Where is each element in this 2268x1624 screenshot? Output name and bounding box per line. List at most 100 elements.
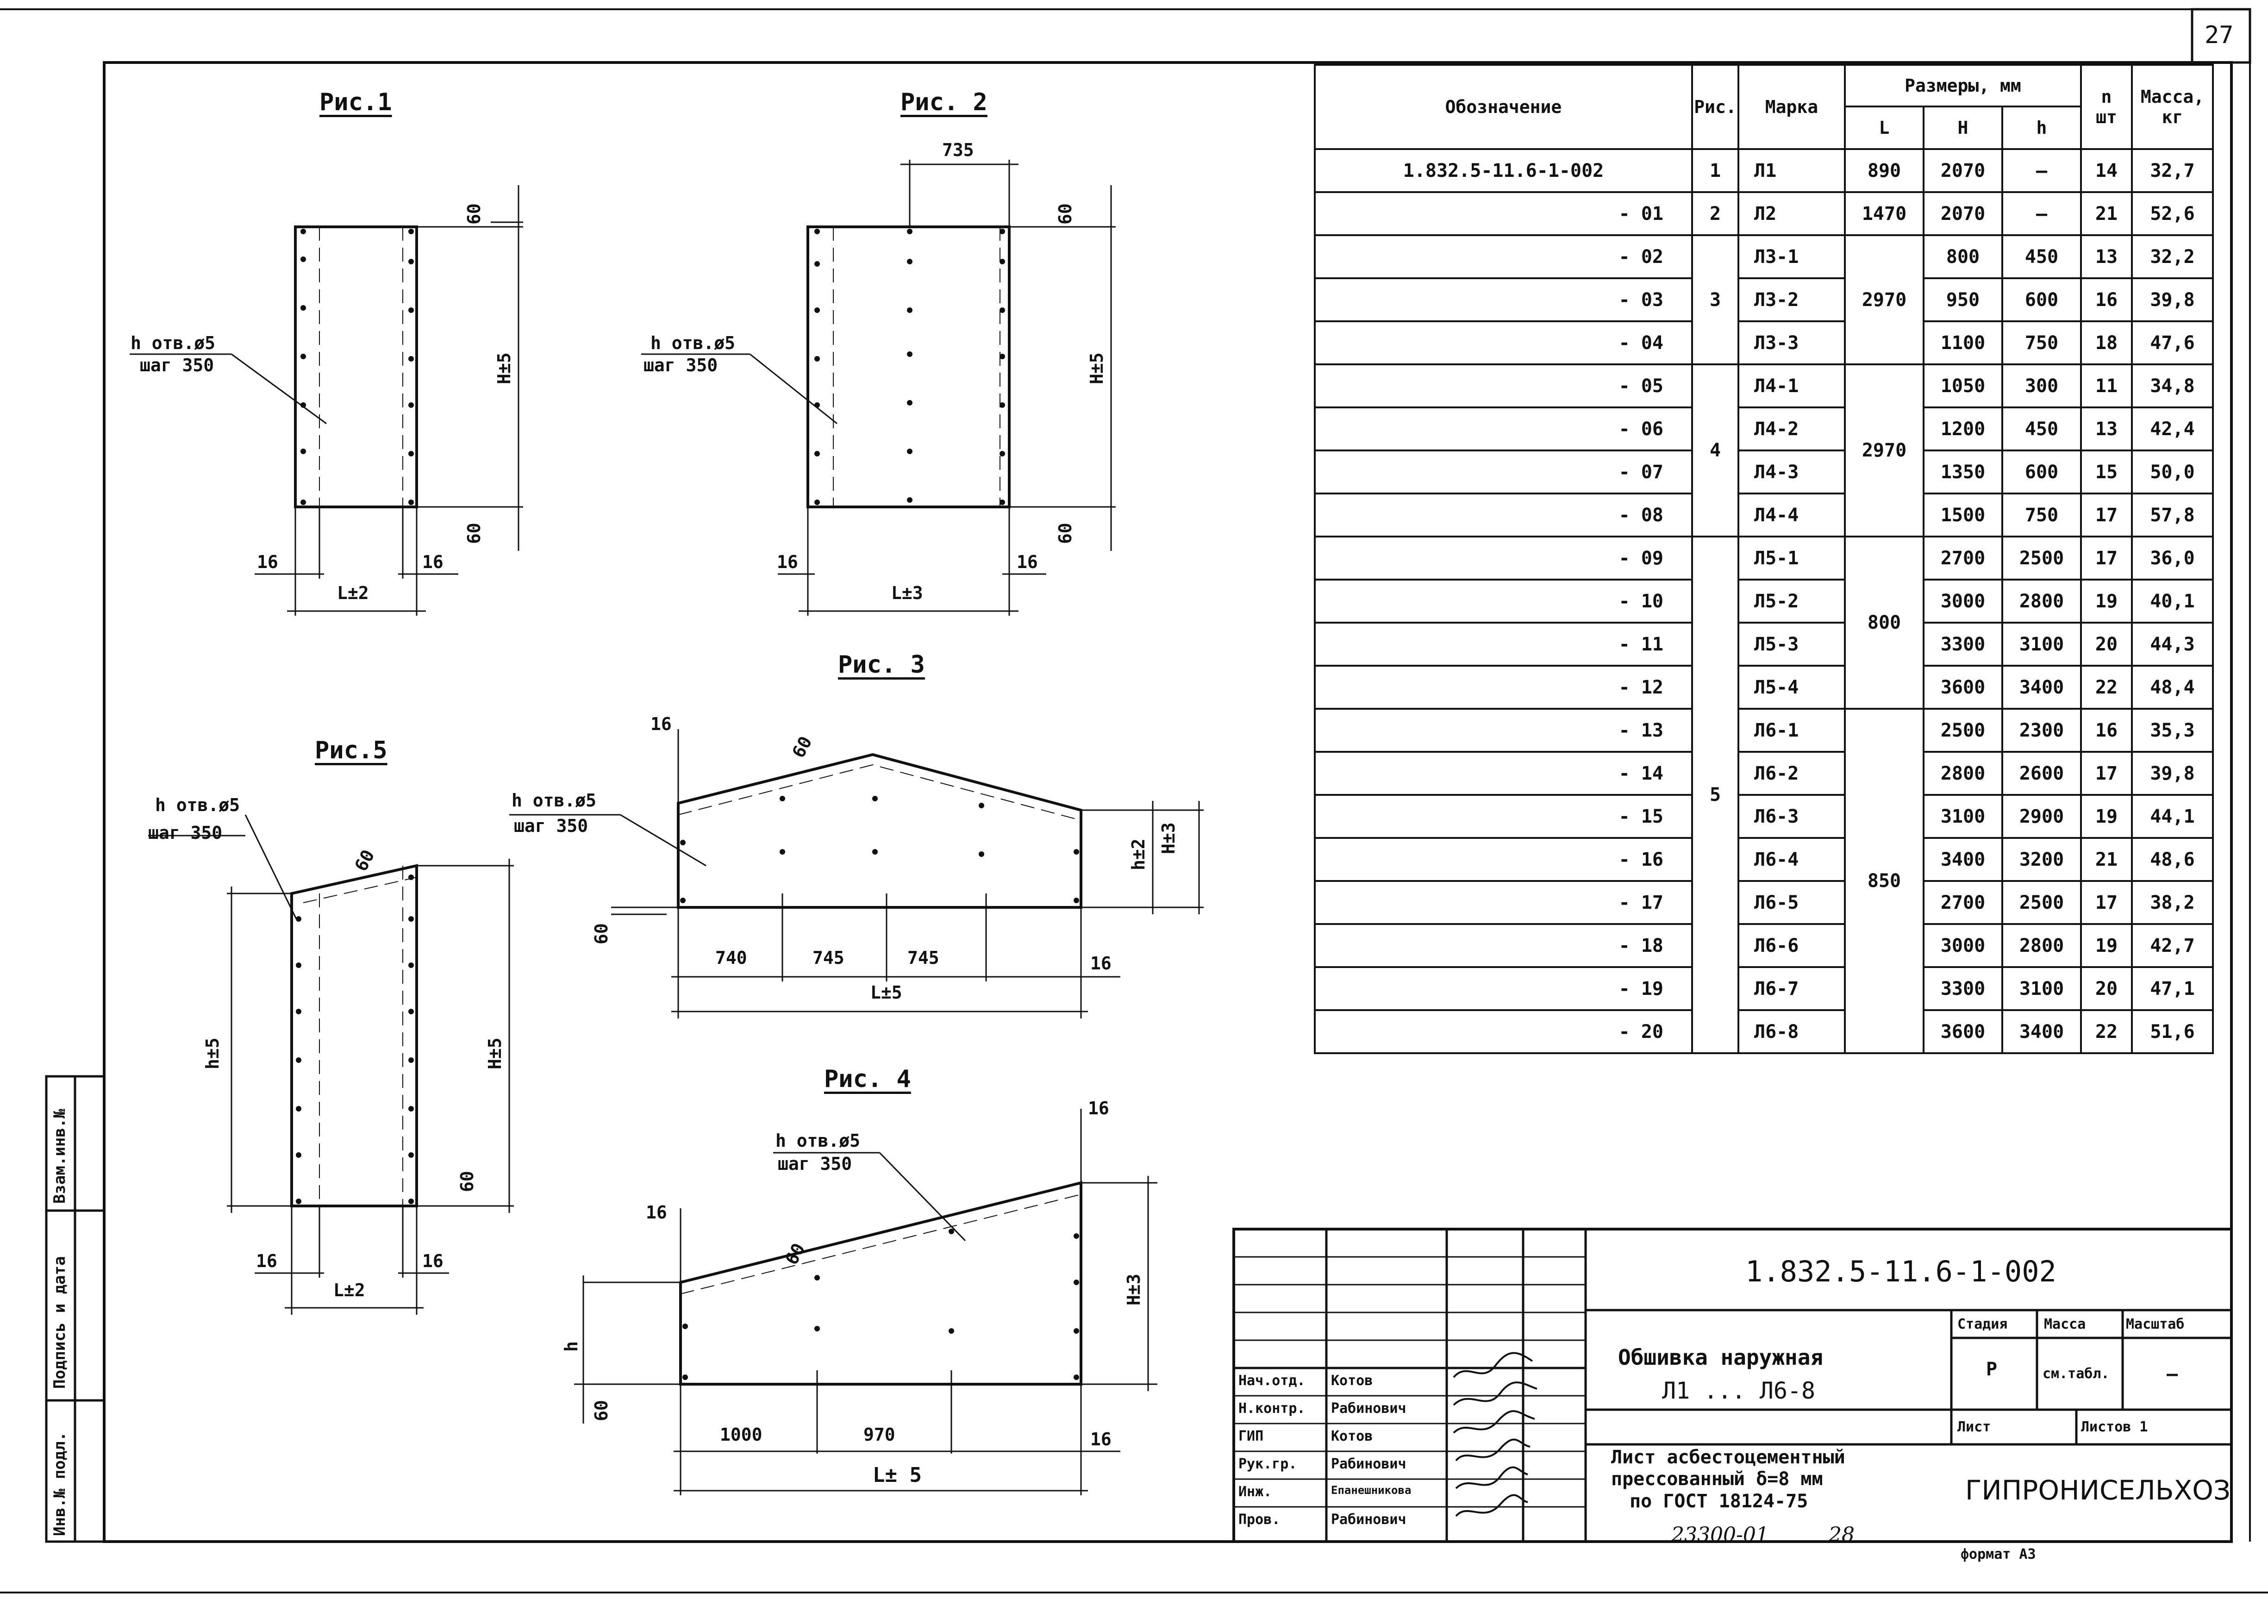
cell-h: 3400 bbox=[2001, 665, 2082, 710]
cell-mass: 47,1 bbox=[2131, 966, 2214, 1011]
cell-mark: Л5-2 bbox=[1737, 579, 1846, 624]
cell-h: 600 bbox=[2001, 450, 2082, 494]
cell-mark: Л6-2 bbox=[1737, 751, 1846, 796]
cell-designation: - 04 bbox=[1314, 320, 1693, 365]
header-sizes: Размеры, мм bbox=[1844, 64, 2082, 107]
cell-designation: - 05 bbox=[1314, 363, 1693, 408]
cell-designation: - 13 bbox=[1314, 708, 1693, 753]
cell-mark: Л6-7 bbox=[1737, 966, 1846, 1011]
fig5-hole-note: h отв.ø5 bbox=[155, 795, 240, 815]
fig3-dim-740: 740 bbox=[715, 948, 747, 968]
cell-mark: Л4-2 bbox=[1737, 406, 1846, 451]
stamp-podpis-data: Подпись и дата bbox=[50, 1256, 69, 1389]
cell-mark: Л4-4 bbox=[1737, 493, 1846, 537]
tb-role: ГИП bbox=[1238, 1428, 1264, 1444]
header-mark: Марка bbox=[1737, 64, 1846, 150]
fig4-dim-60: 60 bbox=[591, 1400, 612, 1421]
cell-mass: 47,6 bbox=[2131, 320, 2214, 365]
fig2-hole-note: h отв.ø5 bbox=[650, 333, 736, 353]
fig1-dim-edge-right: 16 bbox=[422, 552, 444, 572]
sheet-number: 27 bbox=[2205, 21, 2234, 49]
cell-mark: Л1 bbox=[1737, 148, 1846, 193]
cell-h: 3100 bbox=[2001, 966, 2082, 1011]
tb-scale-label: Масштаб bbox=[2126, 1316, 2185, 1332]
cell-H: 1050 bbox=[1923, 363, 2003, 408]
cell-mark: Л5-1 bbox=[1737, 536, 1846, 581]
cell-mark: Л6-1 bbox=[1737, 708, 1846, 753]
cell-designation: 1.832.5-11.6-1-002 bbox=[1314, 148, 1693, 193]
cell-mark: Л5-3 bbox=[1737, 622, 1846, 667]
cell-H: 3000 bbox=[1923, 579, 2003, 624]
cell-h: 3100 bbox=[2001, 622, 2082, 667]
header-h: h bbox=[2001, 106, 2082, 150]
cell-mass: 32,7 bbox=[2131, 148, 2214, 193]
tb-name-1: Обшивка наружная bbox=[1618, 1345, 1824, 1370]
fig4-dim-16-right: 16 bbox=[1090, 1429, 1112, 1449]
fig2-dim-height: H±5 bbox=[1087, 352, 1107, 384]
fig2-drawing bbox=[641, 160, 1116, 616]
fig2-hole-step: шаг 350 bbox=[644, 355, 718, 375]
fig5-dim-H: H±5 bbox=[485, 1037, 505, 1069]
cell-n: 21 bbox=[2080, 191, 2133, 236]
cell-fig: 5 bbox=[1691, 536, 1739, 1054]
cell-designation: - 10 bbox=[1314, 579, 1693, 624]
tb-person: Епанешникова bbox=[1331, 1484, 1412, 1497]
side-stamp bbox=[45, 1075, 106, 1543]
cell-n: 17 bbox=[2080, 493, 2133, 537]
signatures bbox=[1453, 1352, 1537, 1517]
fig1-dim-height: H±5 bbox=[494, 352, 514, 384]
cell-designation: - 01 bbox=[1314, 191, 1693, 236]
fig4-dim-16-topleft: 16 bbox=[646, 1202, 667, 1223]
cell-fig: 2 bbox=[1691, 191, 1739, 236]
fig5-dim-edge-right: 16 bbox=[422, 1251, 444, 1271]
tb-material-2: прессованный δ=8 мм bbox=[1611, 1468, 1823, 1490]
tb-mass-label: Масса bbox=[2044, 1316, 2086, 1332]
cell-designation: - 12 bbox=[1314, 665, 1693, 710]
fig1-drawing bbox=[130, 185, 523, 616]
cell-H: 3600 bbox=[1923, 1009, 2003, 1054]
cell-L: 2970 bbox=[1844, 363, 1924, 537]
tb-archive: 23300-01 bbox=[1671, 1523, 1769, 1547]
fig4-dim-h: h bbox=[561, 1341, 581, 1352]
tb-material-1: Лист асбестоцементный bbox=[1611, 1447, 1845, 1468]
fig3-dim-16-right: 16 bbox=[1090, 953, 1112, 974]
cell-mark: Л6-6 bbox=[1737, 923, 1846, 968]
cell-designation: - 20 bbox=[1314, 1009, 1693, 1054]
cell-n: 14 bbox=[2080, 148, 2133, 193]
cell-designation: - 03 bbox=[1314, 277, 1693, 322]
cell-mass: 35,3 bbox=[2131, 708, 2214, 753]
cell-mark: Л5-4 bbox=[1737, 665, 1846, 710]
fig3-holes bbox=[680, 796, 1079, 903]
cell-n: 22 bbox=[2080, 665, 2133, 710]
fig4-dim-1000: 1000 bbox=[720, 1424, 762, 1445]
tb-role: Н.контр. bbox=[1238, 1400, 1306, 1417]
cell-h: — bbox=[2001, 191, 2082, 236]
cell-mark: Л6-3 bbox=[1737, 794, 1846, 839]
cell-n: 17 bbox=[2080, 536, 2133, 581]
stamp-inv-podl: Инв.№ подл. bbox=[50, 1431, 69, 1536]
cell-designation: - 09 bbox=[1314, 536, 1693, 581]
title-block-grid bbox=[1232, 1228, 2233, 1543]
cell-fig: 3 bbox=[1691, 234, 1739, 365]
cell-L: 850 bbox=[1844, 708, 1924, 1054]
cell-mass: 48,6 bbox=[2131, 837, 2214, 882]
cell-mass: 36,0 bbox=[2131, 536, 2214, 581]
cell-mark: Л6-8 bbox=[1737, 1009, 1846, 1054]
fig3-hole-step: шаг 350 bbox=[514, 816, 588, 836]
cell-h: 600 bbox=[2001, 277, 2082, 322]
cell-H: 1350 bbox=[1923, 450, 2003, 494]
cell-designation: - 18 bbox=[1314, 923, 1693, 968]
cell-mass: 44,3 bbox=[2131, 622, 2214, 667]
fig1-title: Рис.1 bbox=[319, 88, 392, 116]
tb-person: Рабинович bbox=[1331, 1400, 1406, 1417]
fig3-dim-H: H±3 bbox=[1158, 822, 1179, 854]
fig2-dim-bottom: 60 bbox=[1055, 523, 1075, 544]
